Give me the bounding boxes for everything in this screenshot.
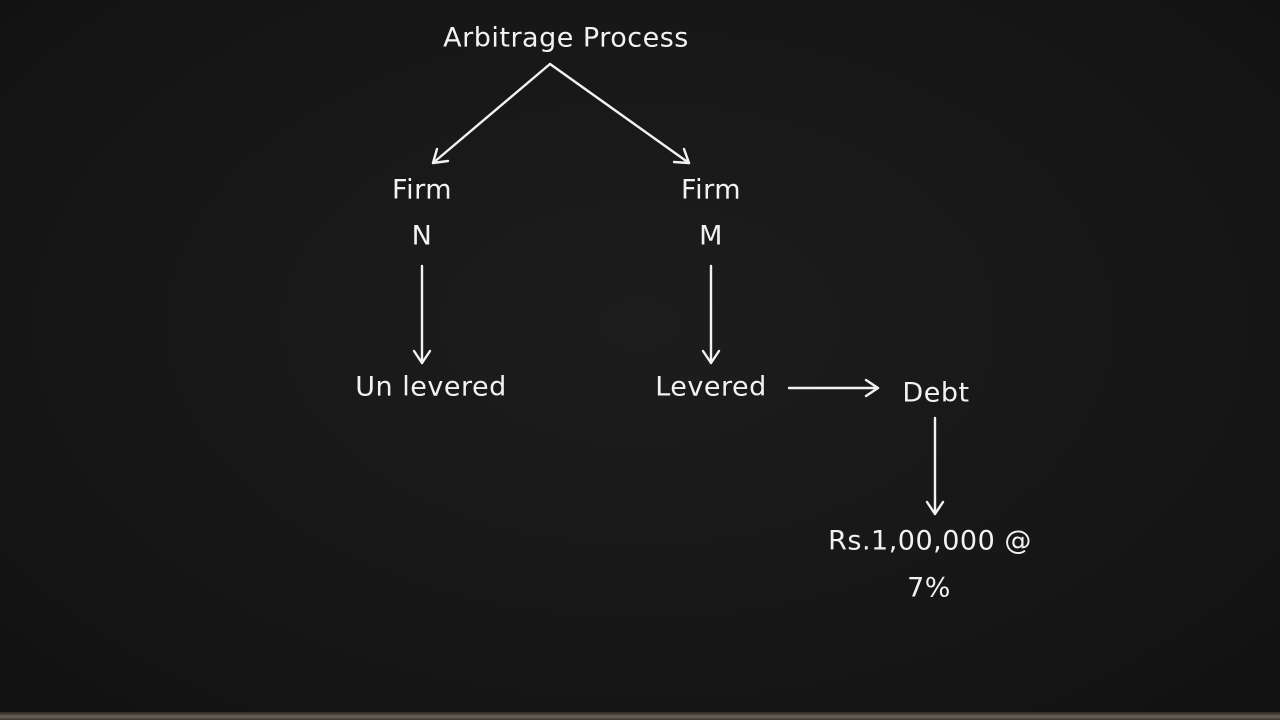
arrow-levered-to-debt — [787, 378, 880, 398]
debt-amount: Rs.1,00,000 @ — [828, 525, 1032, 557]
arrow-title-to-firm-m — [548, 62, 691, 165]
debt-rate: 7% — [907, 572, 951, 604]
firm-n-label: Firm — [392, 174, 452, 206]
arrow-firm-m-to-levered — [701, 264, 721, 365]
debt-node: Debt — [902, 377, 970, 409]
firm-m-label: Firm — [681, 174, 741, 206]
firm-m-letter: M — [699, 220, 723, 252]
levered-node: Levered — [655, 371, 767, 403]
arrow-debt-to-amount — [925, 416, 945, 516]
unlevered-node: Un levered — [355, 371, 507, 403]
arrow-title-to-firm-n — [431, 62, 552, 165]
arrow-firm-n-to-unlevered — [412, 264, 432, 365]
firm-n-letter: N — [411, 220, 433, 252]
diagram-title: Arbitrage Process — [443, 22, 689, 54]
